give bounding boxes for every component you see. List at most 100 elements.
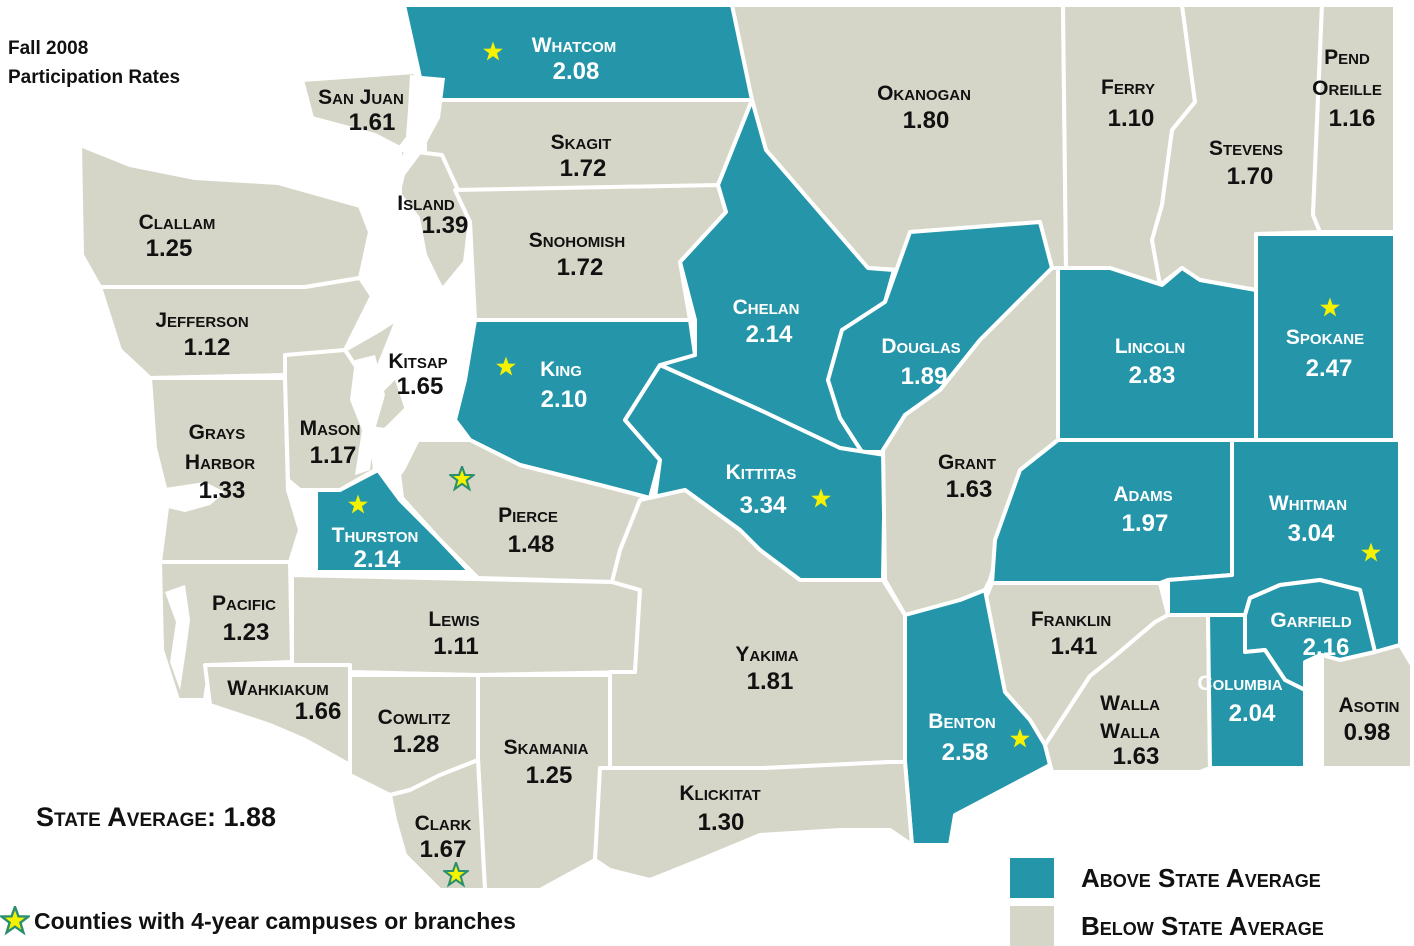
- label-king-value: 2.10: [541, 386, 588, 413]
- label-stevens-name: Stevens: [1209, 137, 1283, 160]
- label-pend-oreille-name2: Oreille: [1312, 77, 1382, 100]
- label-lincoln-value: 2.83: [1129, 362, 1176, 389]
- legend-swatch-below: [1010, 906, 1054, 946]
- label-lincoln-name: Lincoln: [1115, 335, 1185, 358]
- label-ferry-name: Ferry: [1101, 76, 1155, 99]
- label-adams-value: 1.97: [1122, 510, 1169, 537]
- campus-legend: Counties with 4-year campuses or branche…: [0, 906, 516, 936]
- label-jefferson-value: 1.12: [184, 334, 231, 361]
- label-san-juan-name: San Juan: [318, 86, 404, 109]
- label-pacific-value: 1.23: [223, 619, 270, 646]
- label-wahkiakum-name: Wahkiakum: [227, 677, 328, 700]
- label-walla-walla-name2: Walla: [1100, 720, 1160, 743]
- label-cowlitz-value: 1.28: [393, 731, 440, 758]
- label-island-name: Island: [397, 192, 455, 215]
- county-clark[interactable]: [388, 758, 487, 892]
- label-okanogan-name: Okanogan: [877, 82, 971, 105]
- water-features: [165, 75, 452, 690]
- label-island-value: 1.39: [422, 212, 469, 239]
- label-king-name: King: [540, 358, 582, 381]
- label-cowlitz-name: Cowlitz: [378, 706, 451, 729]
- label-kitsap-value: 1.65: [397, 373, 444, 400]
- label-pacific-name: Pacific: [212, 592, 276, 615]
- legend-below: Below State Average: [1010, 906, 1324, 946]
- label-spokane-value: 2.47: [1306, 355, 1353, 382]
- hood-canal: [350, 355, 385, 475]
- label-thurston-name: Thurston: [332, 524, 419, 547]
- label-pend-oreille-name1: Pend: [1324, 46, 1370, 69]
- legend-swatch-above: [1010, 858, 1054, 898]
- label-clallam-name: Clallam: [139, 211, 216, 234]
- label-snohomish-value: 1.72: [557, 254, 604, 281]
- county-columbia[interactable]: [1166, 613, 1307, 770]
- county-asotin[interactable]: [1320, 643, 1414, 770]
- label-adams-name: Adams: [1113, 483, 1172, 506]
- state-average: State Average: 1.88: [36, 802, 277, 832]
- label-ferry-value: 1.10: [1108, 105, 1155, 132]
- label-yakima-value: 1.81: [747, 668, 794, 695]
- label-thurston-value: 2.14: [354, 546, 401, 573]
- campus-legend-label: Counties with 4-year campuses or branche…: [34, 907, 516, 934]
- label-skagit-value: 1.72: [560, 155, 607, 182]
- label-san-juan-value: 1.61: [349, 109, 396, 136]
- label-pierce-name: Pierce: [498, 504, 558, 527]
- label-whitman-value: 3.04: [1288, 520, 1335, 547]
- map-title: Fall 2008 Participation Rates: [8, 34, 180, 92]
- title-line-2: Participation Rates: [8, 67, 181, 88]
- label-kitsap-name: Kitsap: [388, 350, 447, 373]
- county-adams[interactable]: [990, 438, 1234, 585]
- label-spokane-name: Spokane: [1286, 326, 1364, 349]
- star-icon: [0, 906, 30, 936]
- label-pierce-value: 1.48: [508, 531, 555, 558]
- county-labels: Whatcom 2.08 San Juan 1.61 Skagit 1.72 O…: [139, 34, 1400, 863]
- label-lewis-name: Lewis: [428, 608, 479, 631]
- label-grays-harbor-name1: Grays: [189, 421, 246, 444]
- label-grays-harbor-name2: Harbor: [185, 451, 255, 474]
- label-jefferson-name: Jefferson: [155, 309, 248, 332]
- label-skagit-name: Skagit: [551, 131, 612, 154]
- label-clallam-value: 1.25: [146, 235, 193, 262]
- label-chelan-value: 2.14: [746, 321, 793, 348]
- label-klickitat-value: 1.30: [698, 809, 745, 836]
- legend-label-below: Below State Average: [1081, 910, 1324, 941]
- label-mason-value: 1.17: [310, 442, 357, 469]
- label-klickitat-name: Klickitat: [679, 782, 760, 805]
- label-whitman-name: Whitman: [1269, 492, 1347, 515]
- grays-harbor-bay: [165, 482, 225, 512]
- label-snohomish-name: Snohomish: [529, 229, 626, 252]
- label-okanogan-value: 1.80: [903, 107, 950, 134]
- label-grant-value: 1.63: [946, 476, 993, 503]
- legend-label-above: Above State Average: [1081, 862, 1321, 893]
- label-yakima-name: Yakima: [735, 643, 798, 666]
- label-grant-name: Grant: [938, 451, 996, 474]
- label-clark-name: Clark: [415, 812, 472, 835]
- label-walla-walla-value: 1.63: [1113, 743, 1160, 770]
- label-wahkiakum-value: 1.66: [295, 698, 342, 725]
- label-stevens-value: 1.70: [1227, 163, 1274, 190]
- puget-sound: [375, 75, 452, 490]
- label-pend-oreille-value: 1.16: [1329, 105, 1376, 132]
- label-benton-value: 2.58: [942, 739, 989, 766]
- label-douglas-value: 1.89: [901, 363, 948, 390]
- county-wahkiakum[interactable]: [203, 663, 352, 767]
- label-asotin-name: Asotin: [1338, 694, 1399, 717]
- legend-above: Above State Average: [1010, 858, 1321, 898]
- label-walla-walla-name1: Walla: [1100, 692, 1160, 715]
- label-chelan-name: Chelan: [733, 296, 800, 319]
- county-clallam[interactable]: [78, 143, 372, 289]
- willapa-bay: [165, 585, 190, 690]
- label-skamania-name: Skamania: [504, 736, 589, 759]
- label-mason-name: Mason: [300, 417, 361, 440]
- label-columbia-name: Columbia: [1197, 672, 1282, 695]
- label-douglas-name: Douglas: [881, 335, 960, 358]
- label-clark-value: 1.67: [420, 836, 467, 863]
- label-garfield-value: 2.16: [1303, 634, 1350, 661]
- county-snohomish[interactable]: [453, 183, 728, 322]
- label-grays-harbor-value: 1.33: [199, 477, 246, 504]
- label-asotin-value: 0.98: [1344, 719, 1391, 746]
- county-klickitat[interactable]: [593, 760, 914, 882]
- label-skamania-value: 1.25: [526, 762, 573, 789]
- label-whatcom-value: 2.08: [553, 58, 600, 85]
- label-kittitas-name: Kittitas: [726, 461, 797, 484]
